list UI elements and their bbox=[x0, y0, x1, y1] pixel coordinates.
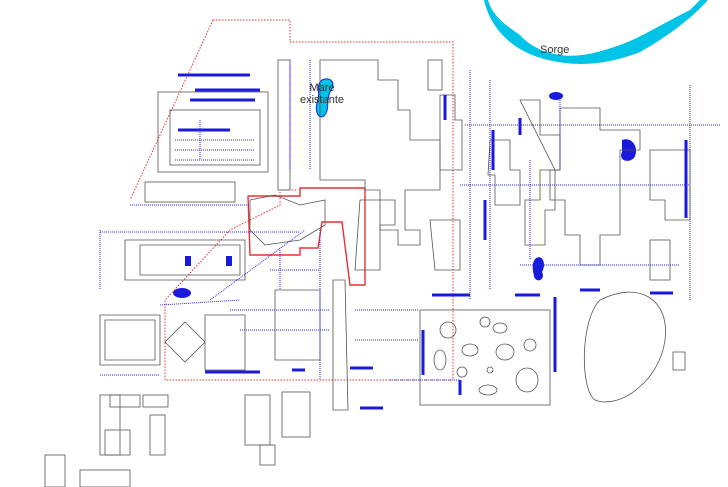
buildings bbox=[44, 59, 691, 487]
pond bbox=[173, 288, 191, 298]
pond bbox=[226, 256, 232, 266]
site-perimeter bbox=[164, 19, 454, 381]
pond-label: Mare existante bbox=[300, 82, 345, 106]
river-sorge bbox=[484, 0, 708, 64]
river-label: Sorge bbox=[540, 44, 570, 56]
pond bbox=[185, 256, 191, 266]
park-features bbox=[433, 316, 539, 396]
pond bbox=[549, 92, 563, 100]
network-lines bbox=[99, 60, 720, 381]
pond bbox=[532, 257, 544, 281]
pond-existing bbox=[315, 78, 334, 118]
project-zone bbox=[247, 187, 366, 286]
network-bars bbox=[178, 73, 688, 410]
